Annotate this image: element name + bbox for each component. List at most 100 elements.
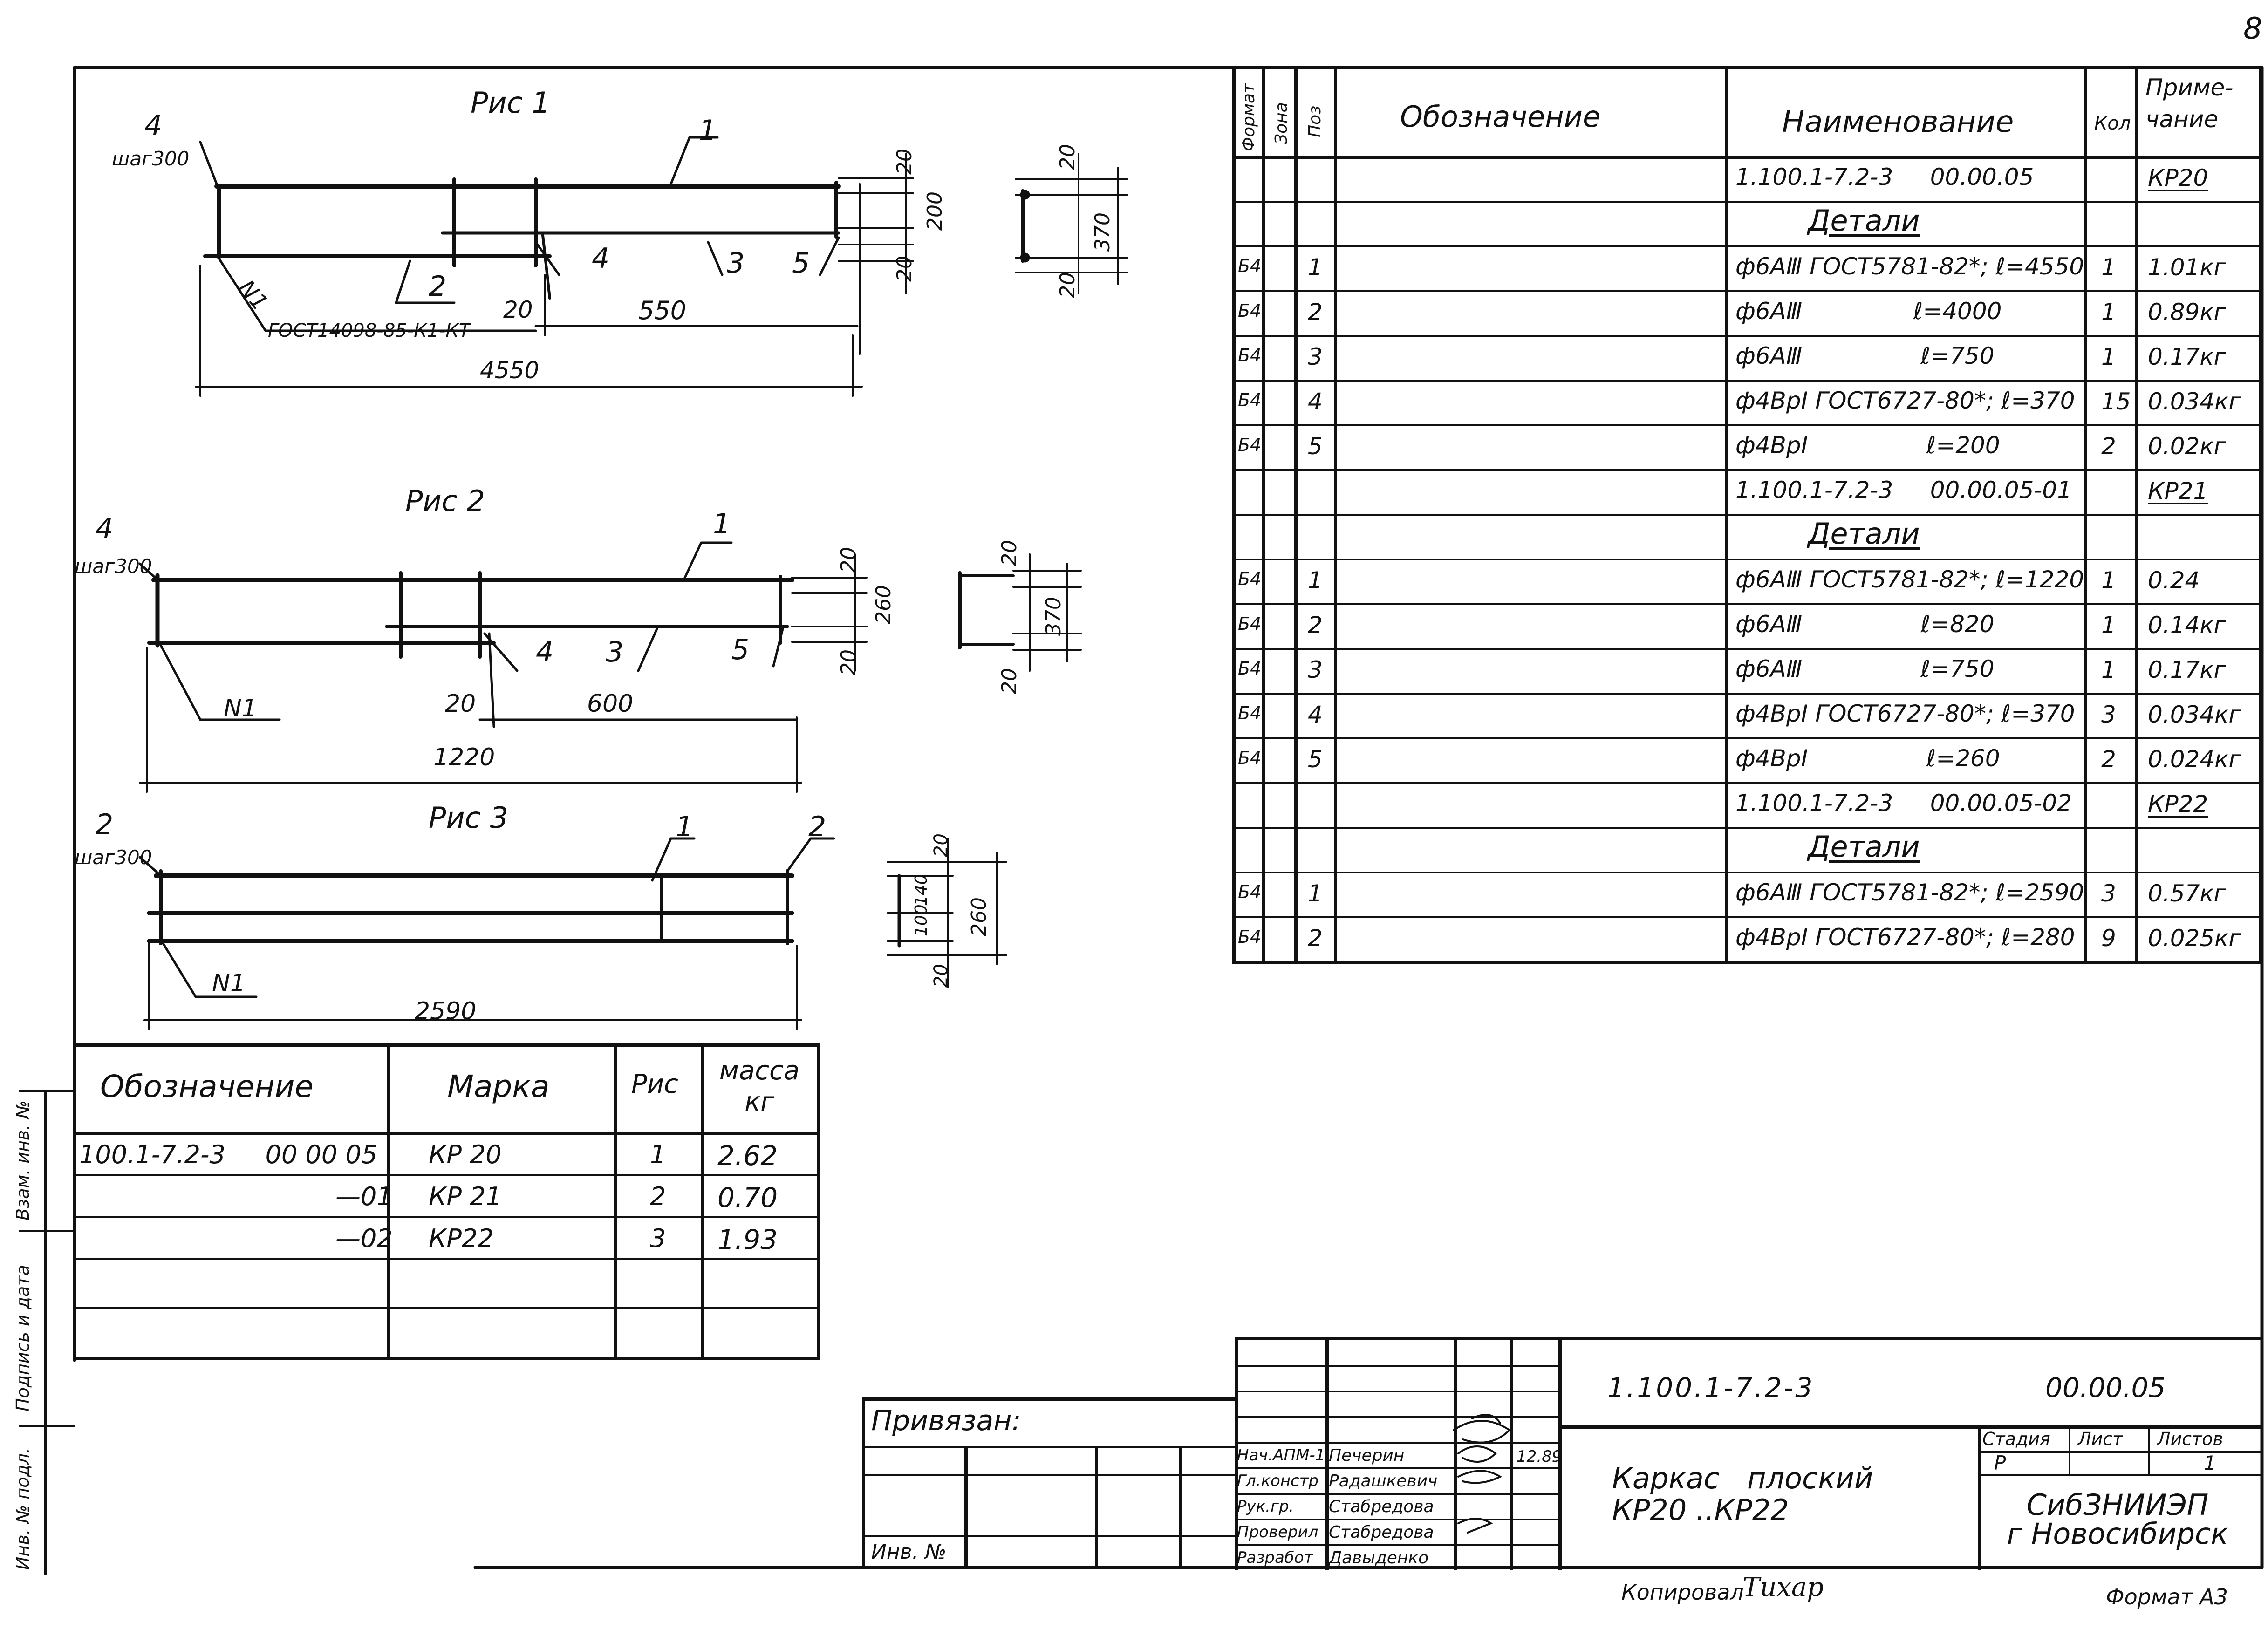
- spec-cell-name: ф6АⅢ ГОСТ5781-82*; ℓ=2590: [1735, 879, 2084, 906]
- spec-cell-format: Б4: [1238, 882, 1262, 902]
- figure-2-dim-length: 1220: [433, 743, 495, 771]
- org-name: СибЗНИИЭП г Новосибирск: [2007, 1488, 2228, 1551]
- spec-cell-format: Б4: [1238, 927, 1262, 947]
- spec-cell-qty: 1: [2101, 254, 2116, 281]
- spec-cell-format: Б4: [1238, 748, 1262, 768]
- figure-2-pitch: шаг300: [75, 555, 152, 578]
- spec-cell-pos: 5: [1308, 433, 1323, 460]
- spec-cell-format: Б4: [1238, 300, 1262, 321]
- spec-cell-name: 1.100.1-7.2-3 00.00.05-01: [1735, 477, 2072, 504]
- mass-cell-mass: 2.62: [717, 1140, 778, 1172]
- mass-cell-designation: 100.1-7.2-3 00 00 05: [79, 1140, 378, 1169]
- figure-3-dim-20b: 20: [930, 964, 952, 988]
- spec-cell-name: 1.100.1-7.2-3 00.00.05: [1735, 164, 2034, 191]
- spec-cell-format: Б4: [1238, 390, 1262, 410]
- spec-header-format: Формат: [1239, 83, 1258, 151]
- spec-cell-pos: 1: [1308, 254, 1323, 281]
- spec-cell-note: КР21: [2148, 477, 2208, 504]
- mass-cell-mass: 0.70: [717, 1182, 778, 1213]
- spec-cell-qty: 3: [2101, 880, 2116, 907]
- spec-cell-pos: 1: [1308, 880, 1323, 907]
- figure-2-weld: N1: [224, 695, 257, 723]
- figure-1-pos5: 5: [792, 247, 810, 279]
- spec-cell-format: Б4: [1238, 345, 1262, 366]
- spec-cell-format: Б4: [1238, 435, 1262, 455]
- figure-1-sec-20a: 20: [1056, 144, 1079, 170]
- figure-2-pos5: 5: [731, 634, 750, 666]
- figure-3-pos2b: 2: [808, 811, 827, 843]
- spec-header-qty: Кол: [2094, 113, 2131, 134]
- figure-1-dim-20b: 20: [893, 256, 916, 282]
- figure-2-pos3: 3: [606, 636, 624, 668]
- figure-2-title: Рис 2: [405, 484, 485, 518]
- signer-name: Стабредова: [1329, 1497, 1434, 1516]
- mass-header-fig: Рис: [631, 1069, 678, 1099]
- doc-title: Каркас плоский КР20 ..КР22: [1612, 1461, 1873, 1527]
- spec-header-designation: Обозначение: [1400, 100, 1601, 134]
- spec-cell-note: 0.034кг: [2148, 388, 2241, 415]
- mass-cell-mass: 1.93: [717, 1224, 778, 1255]
- spec-cell-pos: 4: [1308, 701, 1323, 728]
- spec-cell-qty: 1: [2101, 343, 2116, 370]
- title-block: Привязан: Инв. № 12.89 1.100.1-7.2-3 00.…: [862, 1337, 2262, 1570]
- spec-cell-qty: 1: [2101, 656, 2116, 683]
- side-stamp-inv: Инв. № подл.: [13, 1447, 33, 1570]
- figure-2-sec-370: 370: [1042, 597, 1066, 636]
- figure-3-pos2: 2: [96, 808, 114, 841]
- figure-3-dim-140: 140: [912, 874, 931, 906]
- figure-2-dim-offset: 20: [445, 690, 476, 718]
- sheets-value: 1: [2204, 1452, 2216, 1474]
- figure-1-dim-20a: 20: [893, 149, 916, 175]
- signer-name: Радашкевич: [1329, 1472, 1438, 1491]
- stage-value: Р: [1994, 1452, 2006, 1474]
- signer-name: Давыденко: [1329, 1548, 1429, 1568]
- figure-1-title: Рис 1: [471, 86, 550, 120]
- spec-cell-qty: 3: [2101, 701, 2116, 728]
- spec-cell-format: Б4: [1238, 703, 1262, 723]
- spec-cell-pos: 1: [1308, 567, 1323, 594]
- figure-2-dim-600: 600: [587, 690, 634, 718]
- figure-1-gost: ГОСТ14098-85-К1-КТ: [268, 320, 471, 341]
- inv-no-label: Инв. №: [871, 1540, 947, 1564]
- spec-cell-note: 1.01кг: [2148, 254, 2226, 281]
- side-stamp-replace: Взам. инв. №: [13, 1100, 33, 1220]
- figure-3-title: Рис 3: [429, 801, 508, 835]
- spec-cell-name: ф4ВрⅠ ГОСТ6727-80*; ℓ=370: [1735, 700, 2075, 727]
- figure-1-pos4: 4: [144, 109, 163, 142]
- mass-cell-mark: КР 21: [429, 1182, 502, 1211]
- signer-name: Печерин: [1329, 1446, 1405, 1465]
- signer-name: Стабредова: [1329, 1523, 1434, 1542]
- figure-1-pos1: 1: [699, 114, 717, 147]
- spec-cell-pos: 2: [1308, 925, 1323, 952]
- figure-3-dim-length: 2590: [415, 997, 477, 1025]
- spec-cell-format: Б4: [1238, 256, 1262, 276]
- spec-cell-qty: 2: [2101, 746, 2116, 773]
- figure-3-weld: N1: [212, 969, 246, 997]
- figure-1-dim-offset: 20: [503, 296, 533, 323]
- figure-2-pos4b: 4: [536, 636, 554, 668]
- spec-cell-name: Детали: [1808, 830, 1920, 864]
- spec-cell-name: ф6АⅢ ℓ=820: [1735, 611, 1995, 638]
- spec-cell-pos: 2: [1308, 299, 1323, 326]
- side-stamp: Инв. № подл. Подпись и дата Взам. инв. №: [9, 1090, 75, 1575]
- spec-cell-name: ф4ВрⅠ ГОСТ6727-80*; ℓ=370: [1735, 387, 2075, 414]
- spec-cell-note: 0.17кг: [2148, 656, 2226, 683]
- spec-cell-format: Б4: [1238, 614, 1262, 634]
- figure-3-dim-20a: 20: [930, 833, 952, 857]
- spec-cell-note: 0.024кг: [2148, 746, 2241, 773]
- mass-header-designation: Обозначение: [100, 1069, 314, 1104]
- spec-cell-pos: 4: [1308, 388, 1323, 415]
- side-stamp-sign: Подпись и дата: [13, 1265, 33, 1411]
- figure-3-dim-260: 260: [967, 897, 991, 936]
- figure-2-pos1: 1: [713, 508, 731, 540]
- sign-date: 12.89: [1517, 1447, 1562, 1466]
- spec-header-name: Наименование: [1782, 105, 2014, 139]
- figure-2-pos4: 4: [96, 512, 114, 545]
- figure-3-pos1: 1: [676, 811, 694, 843]
- spec-cell-qty: 1: [2101, 299, 2116, 326]
- spec-cell-pos: 5: [1308, 746, 1323, 773]
- figure-1-sec-20b: 20: [1056, 272, 1079, 298]
- stage-label: Стадия: [1982, 1429, 2050, 1449]
